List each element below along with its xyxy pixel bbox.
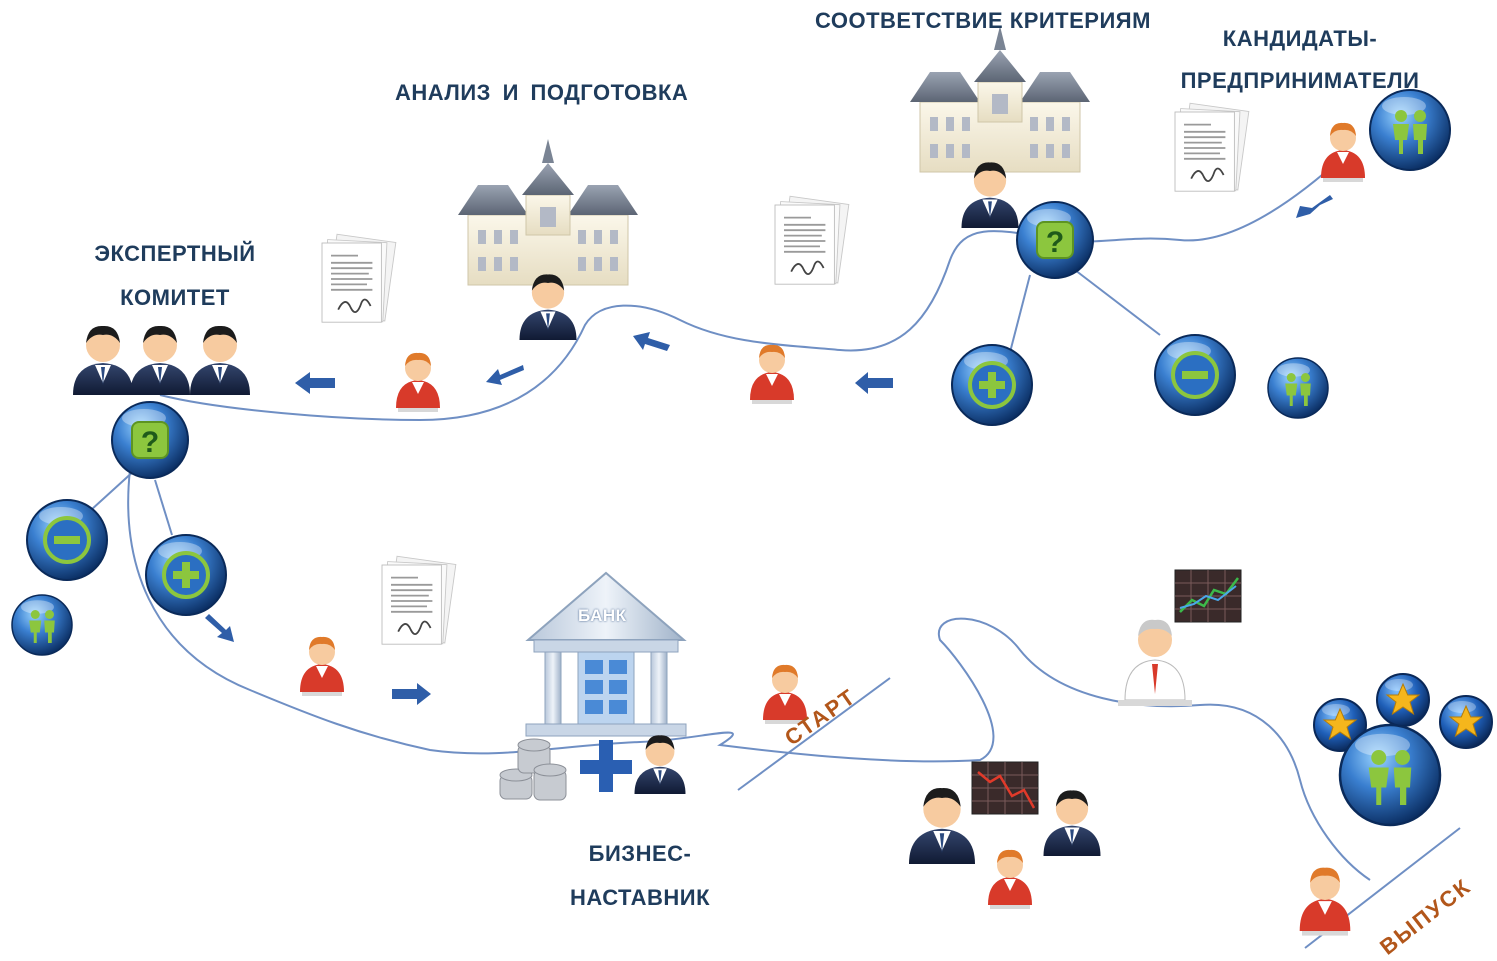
person-mid-icon [750,344,794,404]
criteria-plus-icon [950,343,1034,427]
presenter-chart-icon [1174,569,1242,623]
star-3-icon [1439,695,1493,749]
criteria-building-icon [909,25,1091,173]
direction-arrow-icon [205,614,234,642]
coins-icon [499,738,567,801]
branch-question-to-plus-left [154,479,173,536]
direction-arrow-icon [295,372,335,394]
expert-member-2-icon [130,325,190,395]
label-bank: БАНК [578,606,627,625]
person-left-icon [396,352,440,412]
candidate-person-icon [1321,122,1365,182]
expert-member-1-icon [73,325,133,395]
documents-mid-icon [774,195,850,286]
bottom-documents-icon [381,555,457,646]
label-criteria: СООТВЕТСТВИЕ КРИТЕРИЯМ [815,8,1151,33]
expert-plus-icon [144,533,228,617]
label-candidates: КАНДИДАТЫ- ПРЕДПРИНИМАТЕЛИ [1180,26,1420,93]
meeting-advisor-icon [1043,790,1101,856]
criteria-question-icon [1016,201,1094,279]
label-analysis: АНАЛИЗ И ПОДГОТОВКА [395,80,689,105]
meeting-person-icon [988,849,1032,909]
branch-question-to-plus-top [1007,274,1031,361]
graduates-sphere-icon [1338,723,1442,827]
analysis-building-icon [457,138,639,286]
meeting-manager-icon [909,788,975,864]
direction-arrow-icon [392,683,431,705]
expert-rejected-people-icon [11,594,73,656]
criteria-minus-icon [1153,333,1237,417]
graduate-person-icon [1299,867,1351,936]
direction-arrow-icon [633,332,670,351]
process-path-bottom [127,469,1371,881]
rejected-people-icon [1267,357,1329,419]
candidates-sphere-icon [1369,89,1451,171]
branch-question-to-minus-top [1074,269,1161,336]
analysis-documents-icon [321,233,397,324]
star-2-icon [1376,673,1430,727]
expert-member-3-icon [190,325,250,395]
direction-arrow-icon [855,372,893,394]
process-path-top [159,154,1346,422]
expert-question-icon [111,401,189,479]
plus-sign-icon [580,740,632,792]
label-expert: ЭКСПЕРТНЫЙ КОМИТЕТ [94,241,256,310]
direction-arrow-icon [1296,195,1333,218]
mentor-person-icon [634,735,686,794]
expert-minus-icon [25,498,109,582]
presenter-person-icon [1118,619,1192,706]
person-bottom-left-icon [300,636,344,696]
label-mentor: БИЗНЕС- НАСТАВНИК [569,841,711,910]
bank-icon [525,571,687,737]
start-line [737,677,891,791]
meeting-chart-icon [971,761,1039,815]
candidate-documents-icon [1174,102,1250,193]
direction-arrow-icon [486,365,524,385]
direction-arrows [205,195,1333,705]
